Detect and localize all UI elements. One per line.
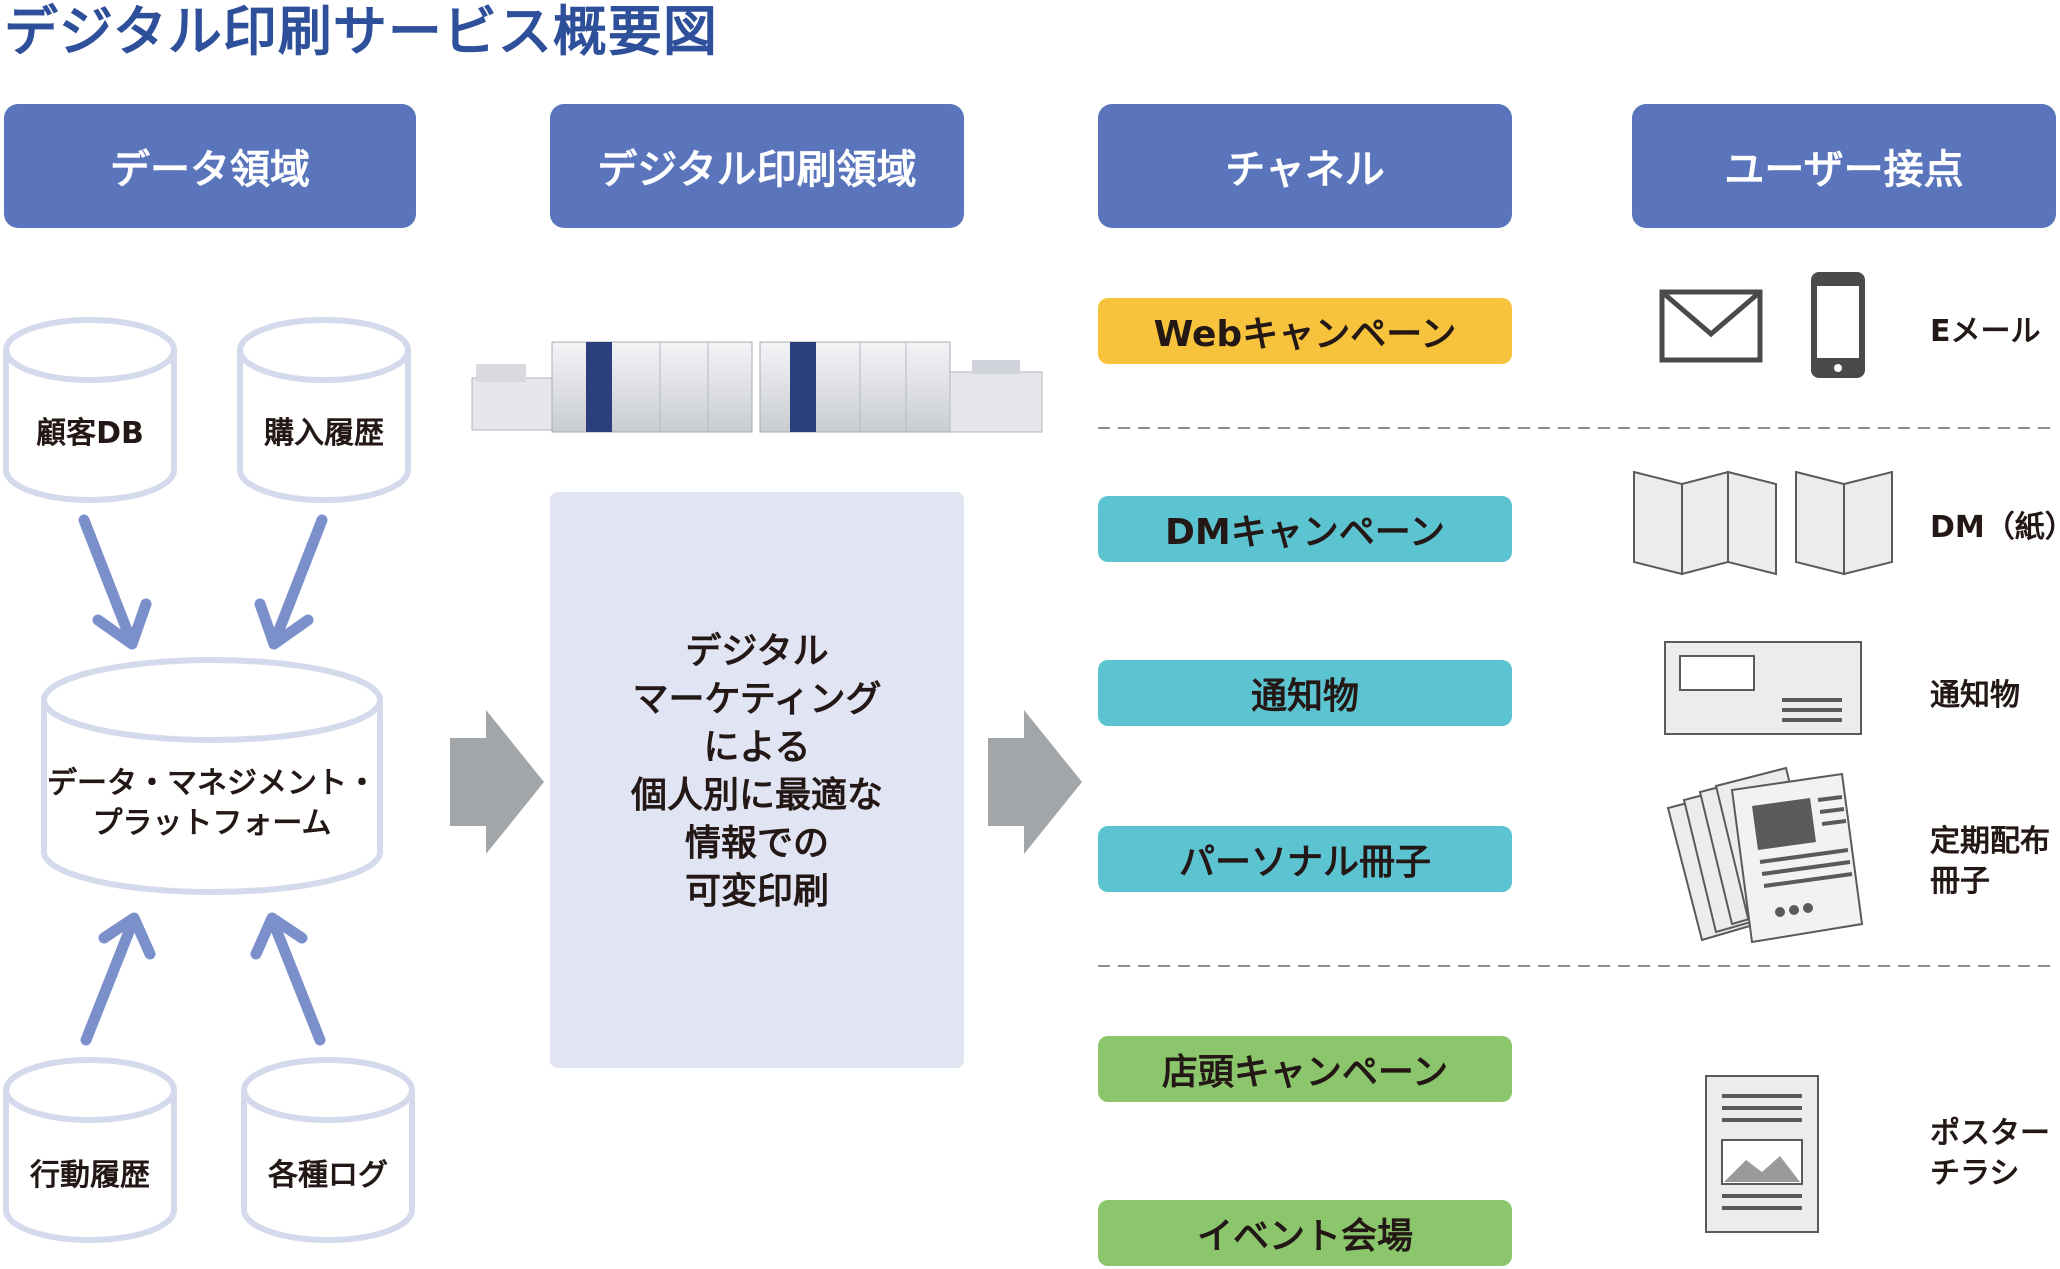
header-user-touchpoint: ユーザー接点	[1632, 104, 2056, 228]
arrow-group	[78, 514, 328, 1046]
touchpoint-dm-paper: DM（紙）	[1930, 510, 2060, 545]
touchpoint-email: Eメール	[1930, 314, 2041, 349]
printer-machine-image	[471, 341, 1043, 433]
touchpoint-periodic-booklet: 定期配布 冊子	[1930, 824, 2050, 899]
digital-print-description: デジタル マーケティング による 個人別に最適な 情報での 可変印刷	[630, 631, 883, 912]
flow-arrow-2	[988, 710, 1082, 854]
header-channel: チャネル	[1098, 104, 1512, 228]
channel-store-campaign: 店頭キャンペーン	[1098, 1036, 1512, 1102]
page-title: デジタル印刷サービス概要図	[4, 0, 718, 63]
header-digital-print-area: デジタル印刷領域	[550, 104, 964, 228]
poster-icon	[1705, 1075, 1819, 1233]
channel-event-venue: イベント会場	[1098, 1200, 1512, 1266]
database-icon	[237, 317, 411, 503]
touchpoint-poster-flyer: ポスター チラシ	[1930, 1116, 2050, 1191]
db-purchase-history-label: 購入履歴	[264, 416, 384, 451]
smartphone-icon	[1811, 272, 1865, 378]
channel-dm-campaign: DMキャンペーン	[1098, 496, 1512, 562]
envelope-icon	[1659, 289, 1763, 363]
digital-print-box	[550, 492, 964, 1068]
touchpoint-notice: 通知物	[1930, 678, 2020, 713]
database-icon	[241, 1057, 415, 1243]
channel-personal-booklet: パーソナル冊子	[1098, 826, 1512, 892]
platform-label: データ・マネジメント・ プラットフォーム	[47, 766, 377, 841]
db-customer-label: 顧客DB	[36, 416, 144, 451]
database-icon	[3, 317, 177, 503]
database-icon	[41, 657, 383, 895]
flow-arrow-1	[450, 710, 544, 854]
notice-card-icon	[1664, 641, 1862, 735]
database-icon	[3, 1057, 177, 1243]
channel-notice: 通知物	[1098, 660, 1512, 726]
db-logs-label: 各種ログ	[268, 1158, 388, 1193]
header-data-area: データ領域	[4, 104, 416, 228]
channel-web-campaign: Webキャンペーン	[1098, 298, 1512, 364]
db-behavior-history-label: 行動履歴	[30, 1158, 150, 1193]
folded-leaflet-icon	[1633, 470, 1893, 576]
booklet-stack-icon	[1666, 766, 1864, 944]
